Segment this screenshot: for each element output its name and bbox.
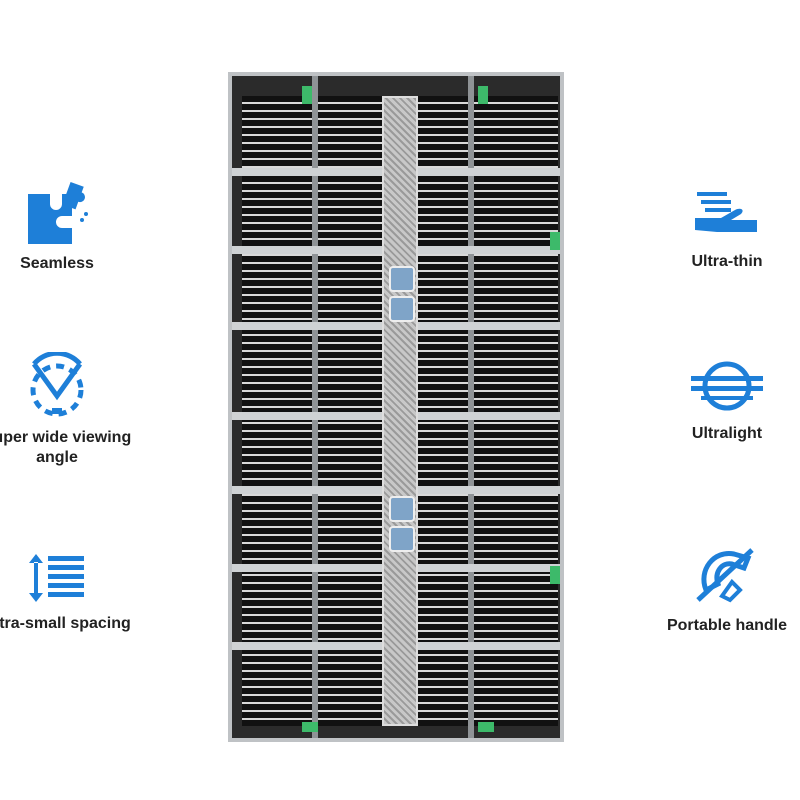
feature-seamless: Seamless <box>0 178 132 274</box>
feature-spacing: Ultra-small spacing <box>0 548 132 634</box>
feature-label: Ultra-small spacing <box>0 615 131 632</box>
feature-viewing-angle: Super wide viewing angle <box>0 352 132 468</box>
feature-ultra-thin: Ultra-thin <box>652 182 800 272</box>
ultralight-icon <box>691 361 763 411</box>
feature-label: Ultra-thin <box>691 253 763 270</box>
feature-portable-handle: Portable handle <box>652 540 800 636</box>
feature-label: Portable handle <box>666 617 788 634</box>
feature-label: Super wide viewing angle <box>0 429 132 466</box>
spacing-icon <box>29 554 84 602</box>
hand-thin-icon <box>695 192 757 232</box>
puzzle-icon <box>28 181 88 244</box>
viewing-angle-icon <box>30 352 84 417</box>
feature-ultralight: Ultralight <box>652 354 800 444</box>
led-panel-image <box>228 72 564 742</box>
feature-label: Seamless <box>20 255 94 272</box>
feature-label: Ultralight <box>691 425 763 442</box>
handle-icon <box>696 548 754 603</box>
